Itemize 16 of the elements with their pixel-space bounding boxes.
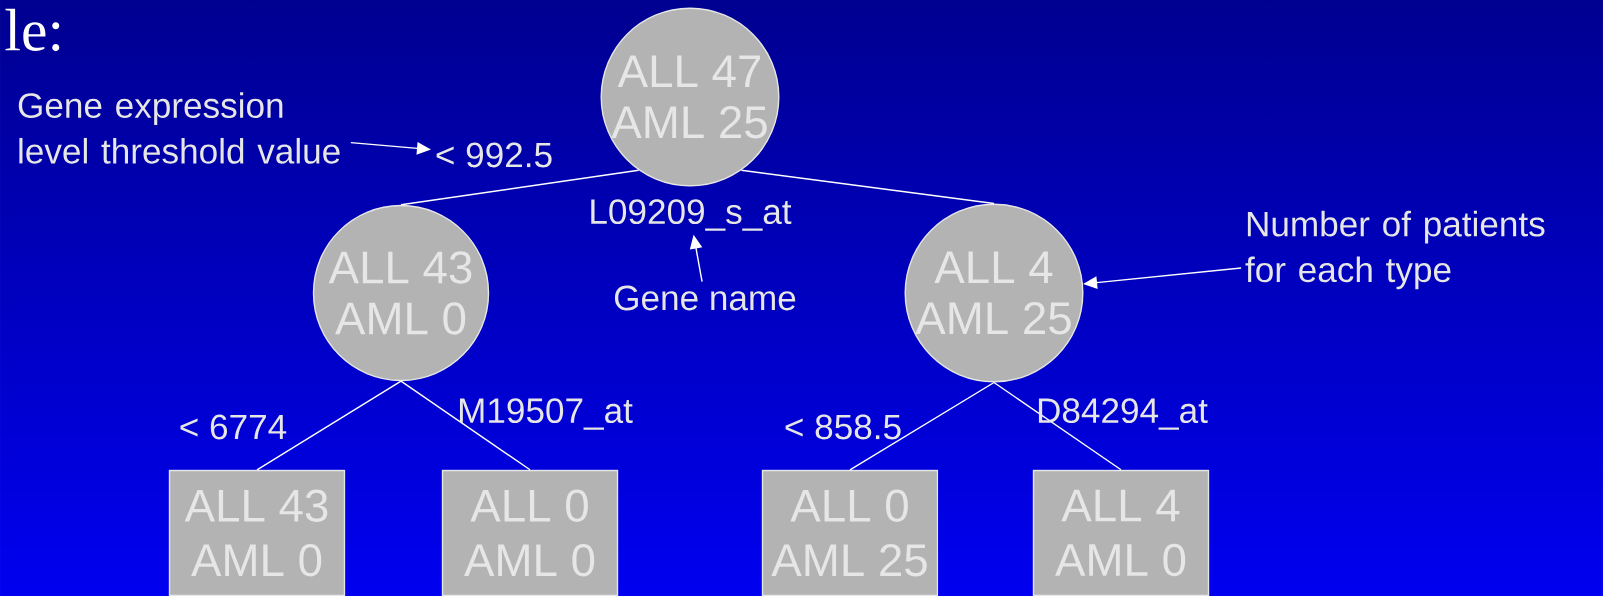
tree-branch: [400, 169, 640, 206]
split-label: Gene name: [614, 285, 796, 311]
annotation-text: Gene expression level threshold value: [18, 92, 340, 164]
split-label: D84294_at: [1038, 398, 1208, 430]
tree-branch: [993, 381, 1122, 471]
split-label: < 992.5: [436, 142, 552, 168]
split-label: L09209_s_at: [591, 199, 792, 231]
split-label: < 6774: [180, 414, 287, 440]
split-label: M19507_at: [459, 398, 633, 430]
split-label: < 858.5: [785, 414, 901, 440]
slide-title: le:: [5, 8, 60, 52]
tree-branch: [400, 380, 531, 471]
annotation-text: Number of patients for each type: [1245, 210, 1545, 290]
tree-branch: [256, 380, 402, 471]
tree-branch: [849, 381, 995, 471]
tree-branch: [740, 169, 995, 205]
